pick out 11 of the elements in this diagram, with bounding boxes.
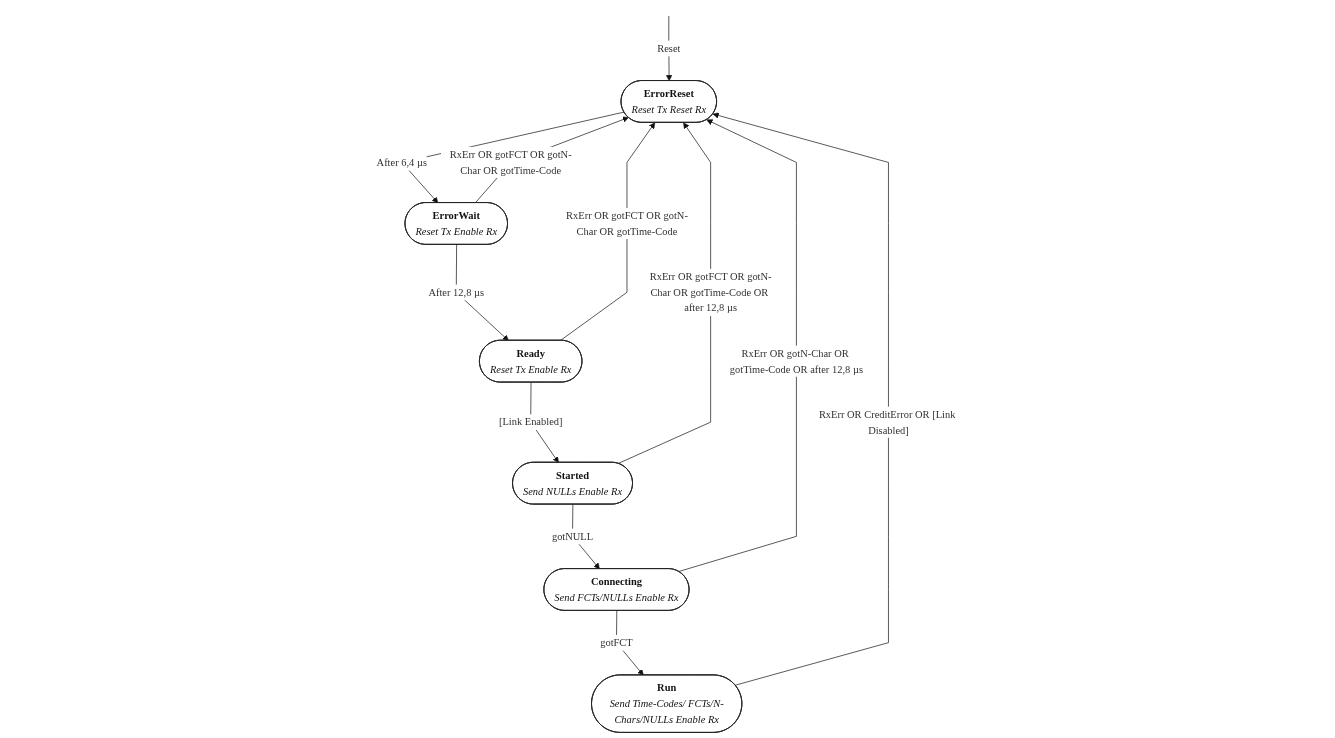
edge-label: RxErr OR gotN-Char OR gotTime-Code OR after 12,8 µs [729,347,864,375]
edge-label: RxErr OR CreditError OR [Link Disabled] [819,408,956,436]
edge-label: Reset [657,42,681,54]
edge-label: gotNULL [552,530,594,542]
edge-label: RxErr OR gotFCT OR gotN-Char OR gotTime-Code OR after 12,8 µs [649,270,772,314]
edge-label: RxErr OR gotFCT OR gotN-Char OR gotTime-Code [449,148,572,176]
edge-label: After 12,8 µs [428,286,485,298]
edge-label: After 6,4 µs [376,156,428,168]
edge-label: [Link Enabled] [499,416,563,428]
edge-label: RxErr OR gotFCT OR gotN-Char OR gotTime-Code [566,209,688,237]
edge-label: gotFCT [600,636,633,649]
